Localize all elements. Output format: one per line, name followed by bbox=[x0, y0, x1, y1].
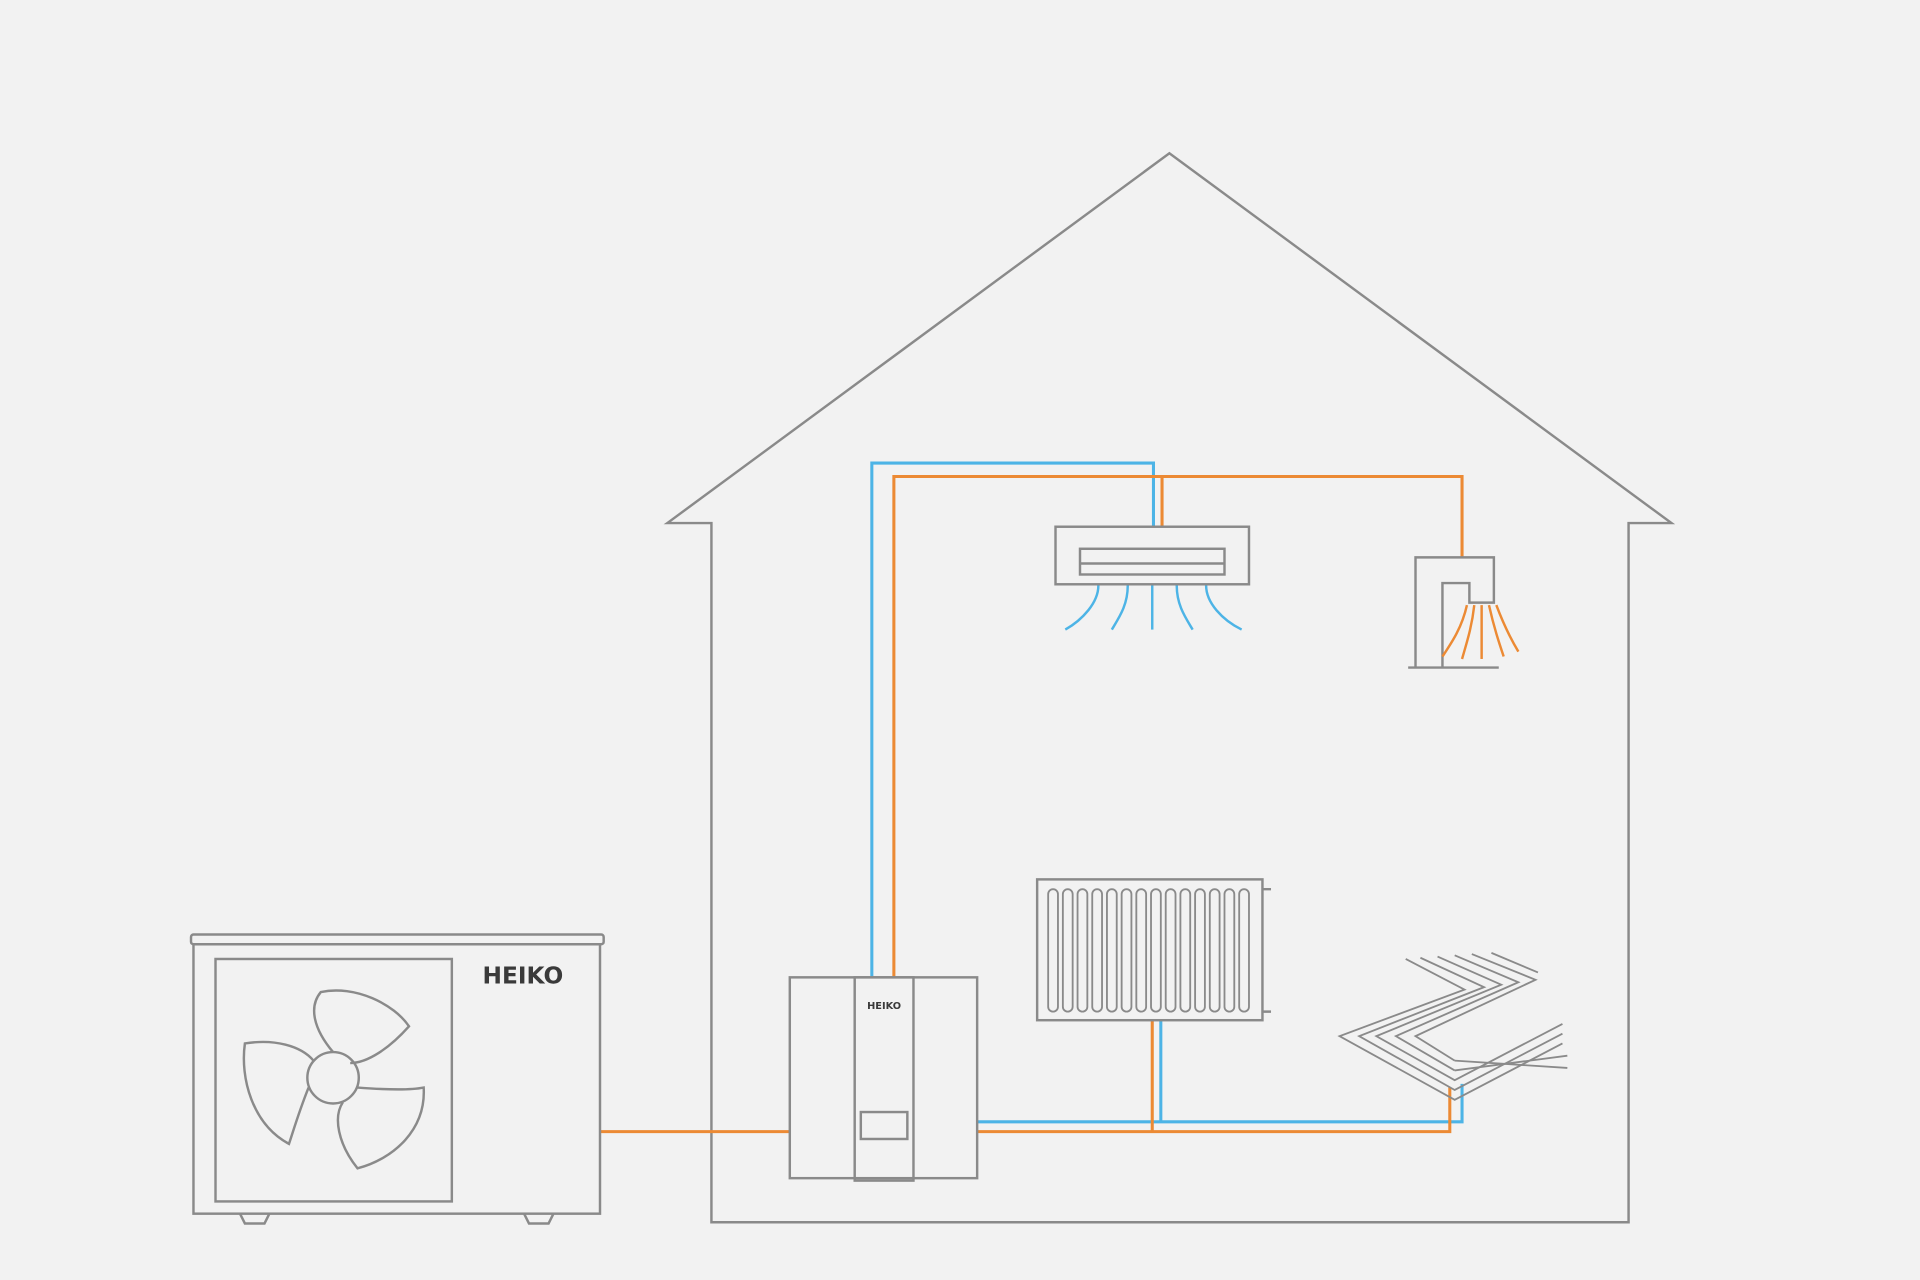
fan-coil-unit bbox=[1408, 556, 1520, 669]
cold-air-icon bbox=[1064, 585, 1243, 631]
hot-pipe-ground bbox=[977, 1087, 1452, 1134]
wall-ac-unit bbox=[1054, 525, 1251, 631]
outdoor-unit: HEIKO bbox=[189, 933, 605, 1225]
warm-air-icon bbox=[1441, 604, 1520, 660]
house-outline bbox=[663, 151, 1676, 1224]
outdoor-brand-logo: HEIKO bbox=[482, 962, 563, 989]
indoor-unit: HEIKO bbox=[788, 976, 979, 1182]
radiator bbox=[1035, 878, 1272, 1022]
fan-icon bbox=[242, 989, 425, 1170]
cold-pipe-riser bbox=[870, 461, 1155, 978]
underfloor-heating-coil bbox=[1337, 952, 1568, 1101]
indoor-brand-logo: HEIKO bbox=[867, 1001, 901, 1012]
hot-pipe-riser bbox=[892, 474, 1464, 978]
